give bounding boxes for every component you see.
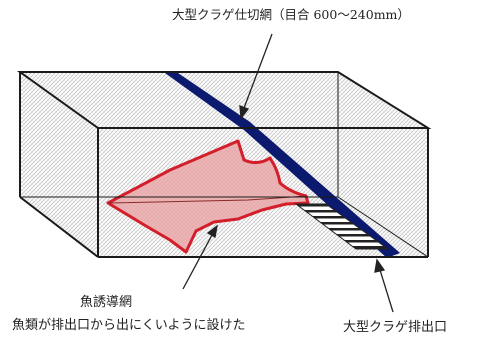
leader-outlet-arrow	[374, 258, 386, 273]
fish-guide-note-label: 魚類が排出口から出にくいように設けた	[12, 318, 246, 333]
divider-net-label: 大型クラゲ仕切網（目合 600～240mm）	[172, 7, 410, 22]
leader-guide-net	[182, 234, 213, 290]
leader-divider-arrow	[239, 105, 250, 120]
leader-guide-net-arrow	[206, 224, 218, 239]
divider-net	[165, 73, 400, 258]
box-frame	[16, 71, 432, 258]
leader-lines	[182, 33, 394, 313]
jellyfish-outlet-label: 大型クラゲ排出口	[343, 320, 448, 335]
fish-guide-net-label: 魚誘導網	[80, 295, 133, 310]
leader-outlet	[379, 269, 394, 313]
leader-divider	[243, 33, 273, 109]
frame-right-bottom-hidden	[337, 196, 429, 258]
frame-bottom-left	[19, 196, 99, 258]
jellyfish-outlet-shape	[294, 203, 390, 250]
